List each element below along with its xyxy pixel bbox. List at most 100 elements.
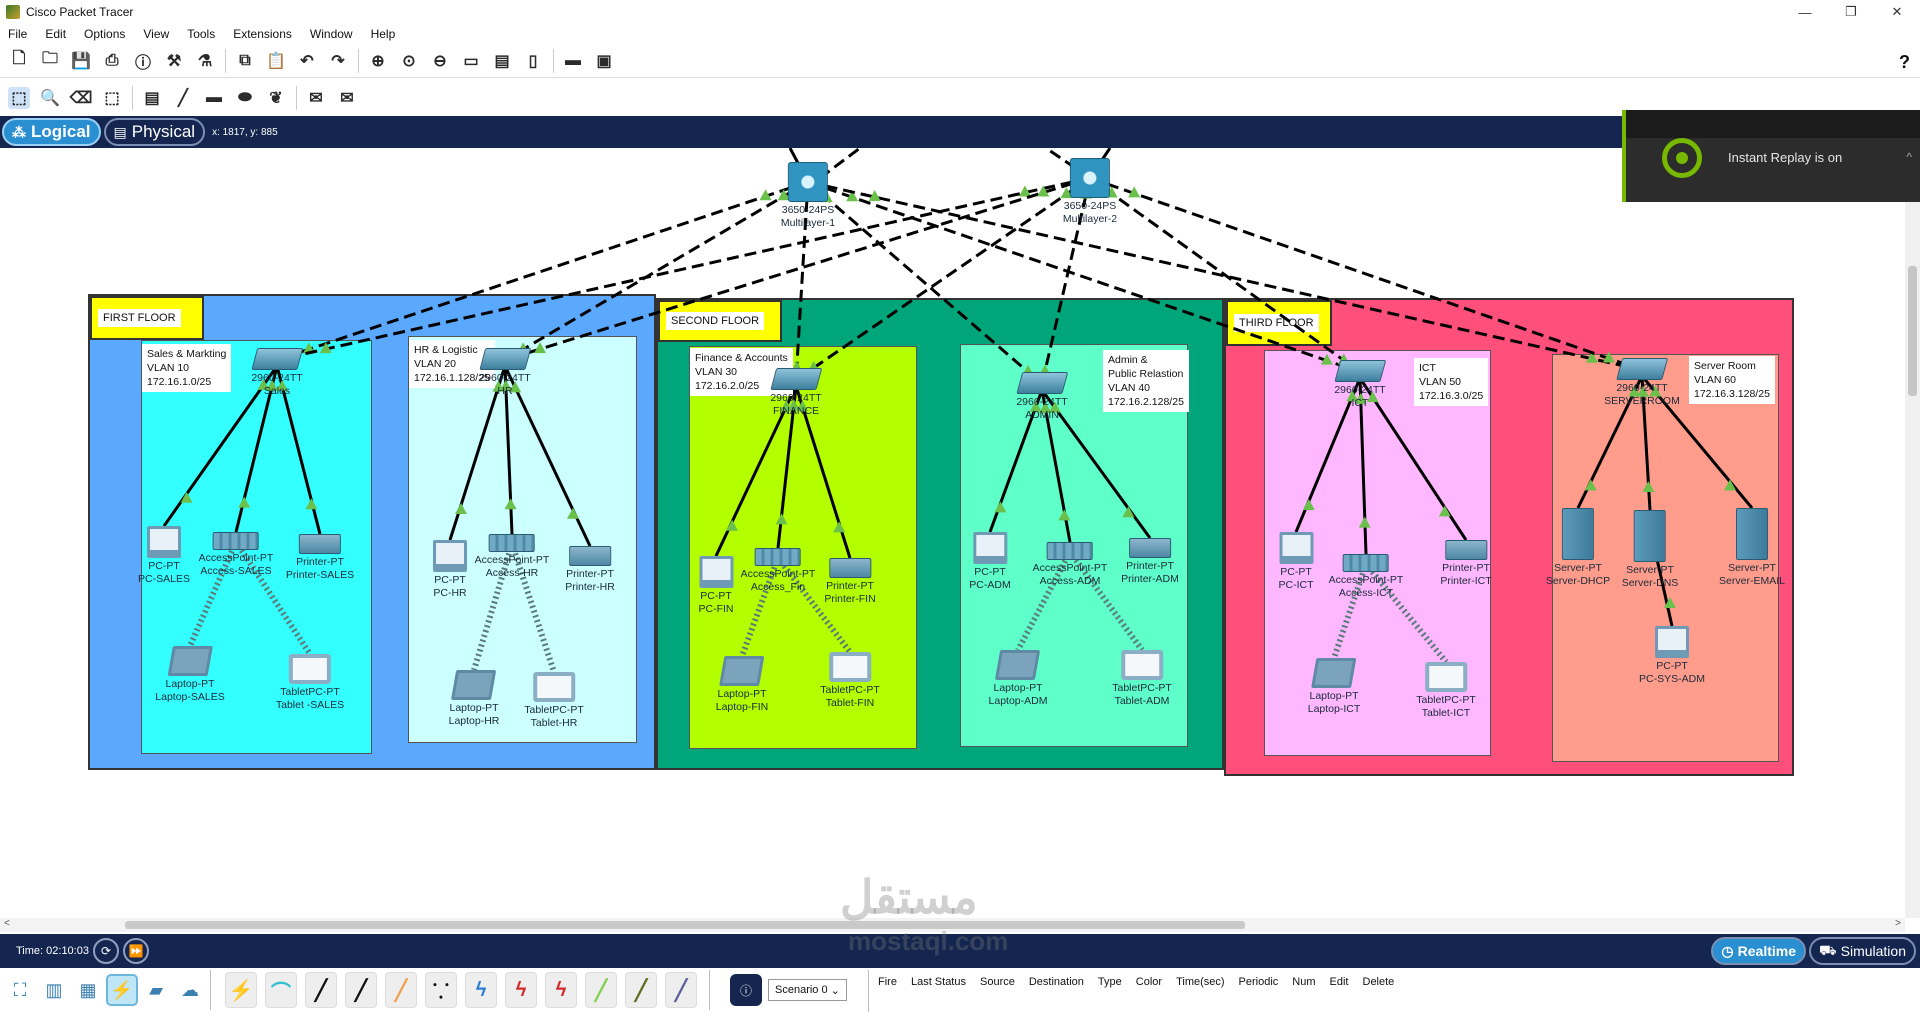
device-access-hr[interactable]: AccessPoint-PT Access-HR	[475, 534, 549, 580]
multiuser-icon[interactable]: ☁	[181, 979, 199, 1000]
restore-button[interactable]: ❐	[1845, 4, 1857, 19]
menu-view[interactable]: View	[143, 27, 170, 41]
multilayer-switch-2[interactable]: 3650-24PS Multilayer-2	[1063, 158, 1117, 226]
menu-tools[interactable]: Tools	[187, 27, 216, 41]
print-icon[interactable]: ⎙	[105, 51, 119, 69]
device-laptop-sales[interactable]: Laptop-PT Laptop-SALES	[155, 646, 225, 704]
device-tablet-fin[interactable]: TabletPC-PT Tablet-FIN	[820, 652, 880, 710]
device-pc-fin[interactable]: PC-PT PC-FIN	[699, 556, 734, 616]
device-pc-hr[interactable]: PC-PT PC-HR	[433, 540, 467, 600]
draw-line-icon[interactable]: ╱	[178, 90, 188, 107]
device-pc-ict[interactable]: PC-PT PC-ICT	[1279, 532, 1314, 592]
access-switch[interactable]: 2960-24TT ICT	[1334, 360, 1386, 410]
miscellaneous-icon[interactable]: ▰	[149, 979, 163, 1000]
draw-ellipse-icon[interactable]: ⬬	[238, 89, 252, 106]
menu-help[interactable]: Help	[370, 27, 396, 41]
freeform-icon[interactable]: ❦	[269, 90, 283, 107]
device-laptop-ict[interactable]: Laptop-PT Laptop-ICT	[1308, 658, 1360, 716]
access-switch[interactable]: 2960-24TT FINANCE	[770, 368, 822, 418]
save-icon[interactable]: 💾	[71, 52, 91, 70]
device-tablet-ict[interactable]: TabletPC-PT Tablet-ICT	[1416, 662, 1476, 720]
realtime-mode-button[interactable]: ◷ Realtime	[1711, 937, 1806, 965]
device-laptop-adm[interactable]: Laptop-PT Laptop-ADM	[989, 650, 1047, 708]
zoom-out-icon[interactable]: ⊖	[433, 52, 447, 70]
multilayer-switch-1[interactable]: 3650-24PS Multilayer-1	[781, 162, 835, 230]
coaxial-icon[interactable]: ϟ	[465, 972, 497, 1008]
device-printer-fin[interactable]: Printer-PT Printer-FIN	[824, 558, 876, 606]
connections-icon[interactable]: ⚡	[106, 974, 138, 1006]
ipc-icon[interactable]: ⚗	[197, 52, 213, 70]
select-icon[interactable]: ⬚	[8, 87, 30, 109]
inspect-icon[interactable]: 🔍	[40, 90, 60, 107]
sales-vlan-note[interactable]: Sales & Markting VLAN 10 172.16.1.0/25	[142, 344, 232, 392]
physical-view-button[interactable]: ▤ Physical	[103, 118, 206, 146]
access-switch[interactable]: 2960-24TT ADMIN	[1016, 372, 1068, 422]
simulation-mode-button[interactable]: ⛟ Simulation	[1809, 937, 1916, 965]
scroll-left-icon[interactable]: <	[4, 918, 10, 929]
device-printer-sales[interactable]: Printer-PT Printer-SALES	[286, 534, 354, 582]
admin-vlan-note[interactable]: Admin & Public Relastion VLAN 40 172.16.…	[1103, 350, 1189, 412]
console-cable-icon[interactable]: ⌒	[265, 972, 297, 1008]
phone-cable-icon[interactable]: ⸪	[425, 972, 457, 1008]
serial-dte-icon[interactable]: ϟ	[545, 972, 577, 1008]
auto-connection-icon[interactable]: ⚡	[225, 972, 257, 1008]
iot-custom-icon[interactable]: ╱	[625, 972, 657, 1008]
fast-forward-time-button[interactable]: ⏩	[122, 938, 149, 964]
device-access-fin[interactable]: AccessPoint-PT Access_Fin	[741, 548, 815, 594]
device-laptop-hr[interactable]: Laptop-PT Laptop-HR	[449, 670, 499, 728]
zoom-in-icon[interactable]: ⊕	[371, 52, 385, 70]
device-access-adm[interactable]: AccessPoint-PT Access-ADM	[1033, 542, 1107, 588]
ict-vlan-note[interactable]: ICT VLAN 50 172.16.3.0/25	[1414, 358, 1489, 406]
access-switch[interactable]: 2960-24TT SERVERROOM	[1604, 358, 1680, 408]
copper-cross-icon[interactable]: ╱	[345, 972, 377, 1008]
components-icon[interactable]: ▦	[79, 979, 97, 1000]
fiber-icon[interactable]: ╱	[385, 972, 417, 1008]
viewport-icon[interactable]: ▯	[528, 52, 538, 70]
scenario-select[interactable]: Scenario 0 ⌄	[768, 979, 847, 1001]
copy-icon[interactable]: ⧉	[239, 51, 251, 69]
screenshot-icon[interactable]: ▣	[596, 52, 612, 70]
complex-pdu-icon[interactable]: ✉	[340, 90, 354, 107]
device-tablet-sales[interactable]: TabletPC-PT Tablet -SALES	[276, 654, 344, 712]
open-folder-icon[interactable]: 🗀	[41, 50, 58, 67]
close-button[interactable]: ✕	[1891, 4, 1903, 19]
end-devices-icon[interactable]: ▥	[45, 979, 63, 1000]
device-access-ict[interactable]: AccessPoint-PT Access-ICT	[1329, 554, 1403, 600]
redo-icon[interactable]: ↷	[331, 52, 345, 70]
device-pc-sys-adm[interactable]: PC-PT PC-SYS-ADM	[1639, 626, 1705, 686]
logical-workspace[interactable]: FIRST FLOOR SECOND FLOOR THIRD FLOOR Sal…	[0, 148, 1905, 918]
delete-icon[interactable]: ⌫	[69, 90, 93, 107]
horizontal-scrollbar[interactable]: < >	[0, 918, 1905, 932]
place-note-icon[interactable]: ▤	[144, 90, 160, 107]
activity-wizard-icon[interactable]: ⚒	[166, 52, 182, 70]
pdu-icon[interactable]: ▬	[565, 51, 581, 69]
scroll-right-icon[interactable]: >	[1895, 918, 1901, 929]
device-server-dhcp[interactable]: Server-PT Server-DHCP	[1546, 508, 1610, 588]
minimize-button[interactable]: —	[1798, 4, 1812, 20]
octal-icon[interactable]: ╱	[585, 972, 617, 1008]
network-devices-icon[interactable]: ⛶	[13, 979, 27, 1000]
draw-rectangle-icon[interactable]: ▬	[206, 89, 222, 106]
serial-dce-icon[interactable]: ϟ	[505, 972, 537, 1008]
device-printer-adm[interactable]: Printer-PT Printer-ADM	[1121, 538, 1179, 586]
zoom-reset-icon[interactable]: ⊙	[402, 52, 416, 70]
drawing-palette-icon[interactable]: ▭	[463, 52, 479, 70]
device-pc-adm[interactable]: PC-PT PC-ADM	[969, 532, 1011, 592]
info-icon[interactable]: ⓘ	[134, 54, 151, 72]
vertical-scrollbar[interactable]	[1905, 148, 1920, 918]
access-switch[interactable]: 2960-24TT HR	[479, 348, 531, 398]
new-file-icon[interactable]: 🗋	[12, 50, 26, 67]
menu-extensions[interactable]: Extensions	[233, 27, 292, 41]
device-server-dns[interactable]: Server-PT Server-DNS	[1622, 510, 1678, 590]
device-printer-ict[interactable]: Printer-PT Printer-ICT	[1440, 540, 1492, 588]
server-room-vlan-note[interactable]: Server Room VLAN 60 172.16.3.128/25	[1689, 356, 1775, 404]
device-access-sales[interactable]: AccessPoint-PT Access-SALES	[199, 532, 273, 578]
device-server-email[interactable]: Server-PT Server-EMAIL	[1719, 508, 1785, 588]
custom-devices-icon[interactable]: ▤	[494, 52, 510, 70]
menu-window[interactable]: Window	[309, 27, 353, 41]
menu-edit[interactable]: Edit	[45, 27, 67, 41]
device-tablet-hr[interactable]: TabletPC-PT Tablet-HR	[524, 672, 584, 730]
menu-file[interactable]: File	[8, 27, 28, 41]
collapse-icon[interactable]: ^	[1906, 150, 1912, 164]
pdu-info-button[interactable]: ⓘ	[730, 974, 762, 1006]
